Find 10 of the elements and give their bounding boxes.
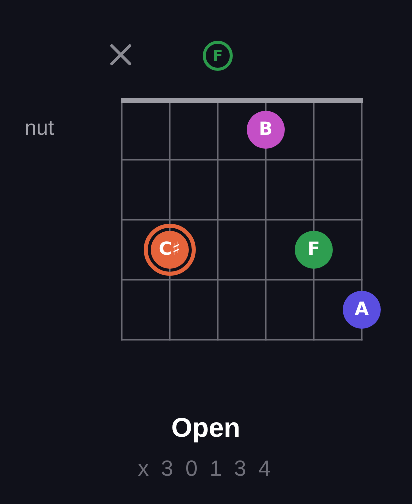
fingering-text: x 3 0 1 3 4 bbox=[138, 455, 274, 483]
open-string-ring bbox=[203, 41, 233, 71]
note-name: B bbox=[259, 119, 273, 141]
x-mark-icon bbox=[110, 44, 132, 66]
note-name: A bbox=[355, 299, 369, 321]
note-name: C♯ bbox=[159, 239, 181, 261]
nut-label: nut bbox=[25, 116, 54, 142]
note-name: F bbox=[308, 239, 320, 261]
chord-title: Open bbox=[171, 412, 240, 444]
note-name: F bbox=[212, 47, 224, 65]
